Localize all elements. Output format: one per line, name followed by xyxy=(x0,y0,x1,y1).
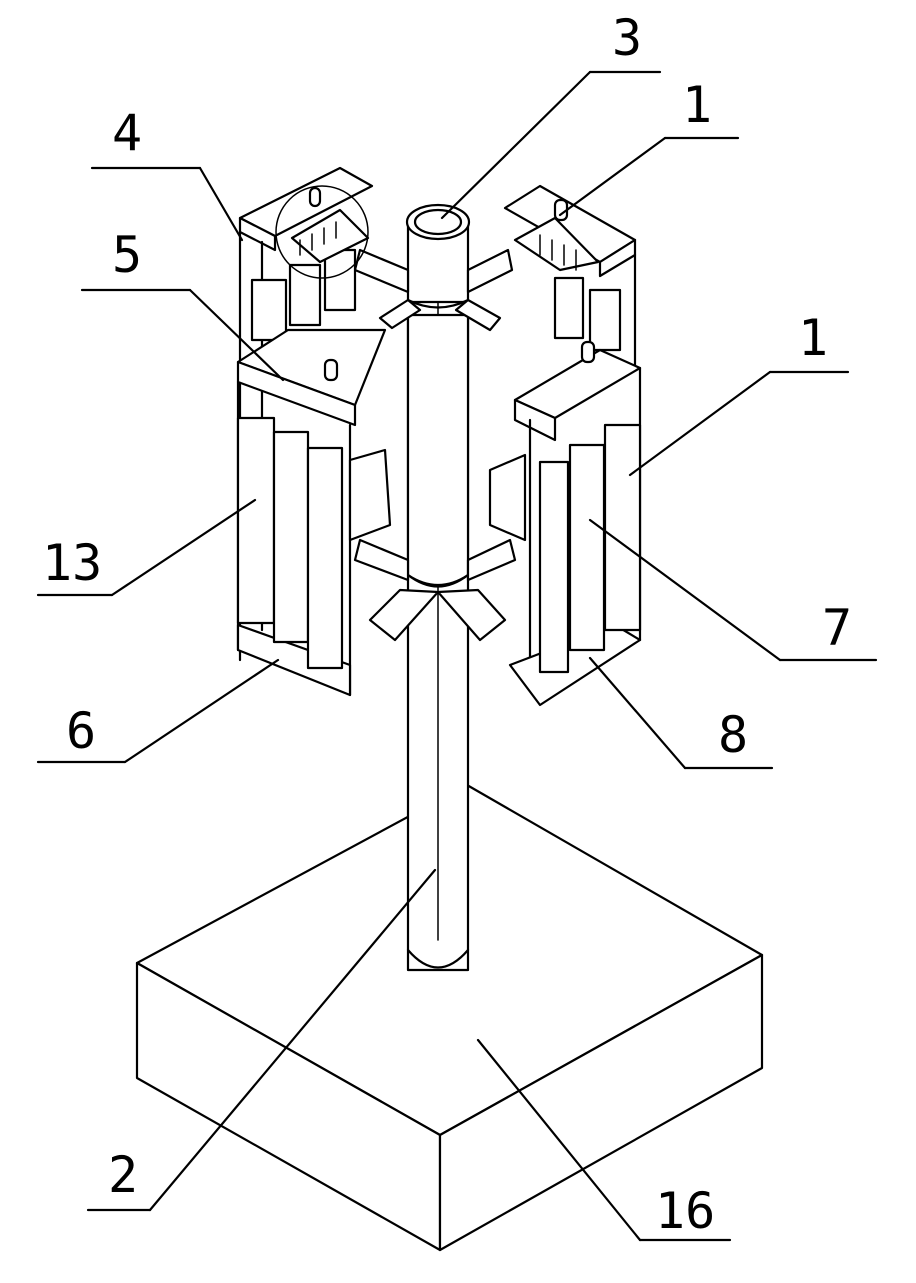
leader-lines xyxy=(36,70,878,1242)
blade-frame-front-right xyxy=(488,340,642,707)
label-2: 2 xyxy=(108,1146,138,1204)
blade-frame-rear-right xyxy=(503,184,637,367)
blade-frame-front-left xyxy=(236,328,392,697)
label-8: 8 xyxy=(718,706,748,764)
label-3: 3 xyxy=(612,9,642,67)
lower-cross-arms xyxy=(353,538,517,642)
label-1-right: 1 xyxy=(798,309,828,367)
top-tube xyxy=(405,203,471,309)
label-7: 7 xyxy=(822,599,852,657)
label-13: 13 xyxy=(42,534,102,592)
label-4: 4 xyxy=(112,104,142,162)
middle-sleeve xyxy=(406,313,470,588)
label-1-top: 1 xyxy=(682,76,712,134)
label-16: 16 xyxy=(655,1182,715,1240)
reference-numerals: 3 1 4 5 1 13 7 6 8 2 16 xyxy=(42,9,852,1240)
label-5: 5 xyxy=(112,226,142,284)
label-6: 6 xyxy=(66,702,96,760)
